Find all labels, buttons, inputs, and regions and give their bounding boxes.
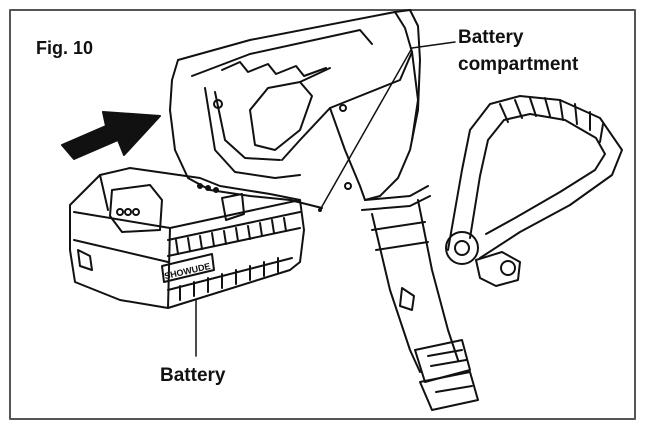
figure-label: Fig. 10 <box>36 38 94 58</box>
tool-housing <box>169 11 413 209</box>
shaft <box>371 199 479 411</box>
battery-compartment-label-line2: compartment <box>458 54 579 75</box>
battery-compartment-leader <box>319 41 456 211</box>
insert-arrow-icon <box>61 111 161 160</box>
battery-pack <box>69 167 305 309</box>
motor-neck <box>329 9 431 211</box>
battery-compartment-label-line1: Battery <box>458 27 524 48</box>
battery-compartment-pointer <box>318 208 322 212</box>
figure-frame <box>9 9 636 420</box>
battery-brand-plate <box>161 253 215 283</box>
d-handle <box>445 95 623 287</box>
battery-label: Battery <box>160 365 226 386</box>
battery-display <box>109 184 163 233</box>
